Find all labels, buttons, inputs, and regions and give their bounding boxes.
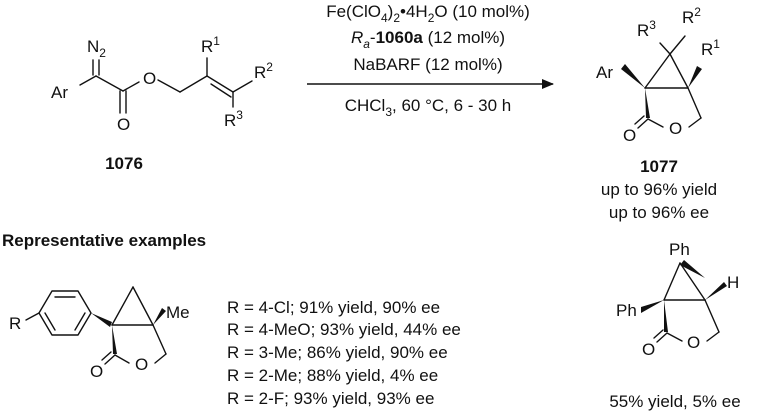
reactant-n2-label: N2 xyxy=(87,37,106,60)
condition-ligand: Ra-1060a (12 mol%) xyxy=(351,28,505,51)
example-h-label: H xyxy=(727,273,739,292)
wedge-c-carbonyl xyxy=(645,88,650,118)
bond-co-a xyxy=(637,118,649,129)
bond-ring-r xyxy=(25,312,40,321)
condition-solvent-temp-time: CHCl3, 60 °C, 6 - 30 h xyxy=(345,96,512,119)
example-row-1: R = 4-Cl; 91% yield, 90% ee xyxy=(227,298,440,317)
bond-c1-c2 xyxy=(95,75,124,92)
bond-c2-oester xyxy=(122,81,140,92)
wedge-ar xyxy=(621,64,645,88)
bond-ch2 xyxy=(704,299,720,333)
wedge-h xyxy=(705,282,727,300)
product-ring-o-label: O xyxy=(669,119,682,138)
product-ar-label: Ar xyxy=(596,63,613,82)
product-r3-label: R3 xyxy=(637,18,656,40)
bond-cp-top-left xyxy=(663,262,681,301)
bond-c3-c4b xyxy=(210,83,232,98)
example-aryl-structure: R Me O O xyxy=(9,286,190,381)
bond-o-carbonyl xyxy=(647,118,664,128)
example-results-list: R = 4-Cl; 91% yield, 90% ee R = 4-MeO; 9… xyxy=(227,298,461,408)
product-carbonyl-o-label: O xyxy=(623,126,636,145)
benzene-double-3 xyxy=(44,312,56,331)
wedge-ph-top xyxy=(680,260,705,278)
example-row-3: R = 3-Me; 86% yield, 90% ee xyxy=(227,343,448,362)
example-diphenyl-structure: Ph Ph H O O xyxy=(616,240,739,359)
bond-ch2 xyxy=(687,87,702,119)
product-1077-structure: R3 R2 R1 Ar O O xyxy=(596,5,720,145)
example-ring-o-label: O xyxy=(135,355,148,374)
condition-catalyst: Fe(ClO4)2•4H2O (10 mol%) xyxy=(326,2,530,25)
bond-cp-top-right xyxy=(132,286,154,326)
bond-ch2-c3 xyxy=(179,75,208,93)
example-right-ring-o-label: O xyxy=(687,333,700,352)
reactant-compound-number: 1076 xyxy=(105,154,143,173)
product-ee: up to 96% ee xyxy=(609,203,709,222)
product-yield: up to 96% yield xyxy=(601,180,717,199)
bond-cp-left-top xyxy=(111,286,134,326)
example-row-5: R = 2-F; 93% yield, 93% ee xyxy=(227,389,434,408)
bond-co-b xyxy=(653,329,664,339)
examples-heading: Representative examples xyxy=(2,231,206,250)
wedge-r1 xyxy=(688,66,702,88)
product-r2-label: R2 xyxy=(682,5,701,27)
reactant-ar-label: Ar xyxy=(51,83,68,102)
bond-co-a xyxy=(656,332,668,343)
reactant-r3-label: R3 xyxy=(224,108,243,130)
bond-ch2 xyxy=(152,324,167,355)
benzene-double-2 xyxy=(74,312,86,331)
reactant-carbonyl-o-label: O xyxy=(117,115,130,134)
example-row-2: R = 4-MeO; 93% yield, 44% ee xyxy=(227,320,461,339)
condition-additive: NaBARF (12 mol%) xyxy=(353,55,502,74)
reactant-ester-o-label: O xyxy=(143,69,156,88)
bond-c3-c4a xyxy=(206,75,234,93)
example-carbonyl-o-label: O xyxy=(90,362,103,381)
bond-oester-ch2 xyxy=(157,79,181,93)
example-row-4: R = 2-Me; 88% yield, 4% ee xyxy=(227,366,438,385)
bond-cp-top-right xyxy=(669,53,689,89)
bond-c4-r2 xyxy=(232,80,253,93)
product-r1-label: R1 xyxy=(701,37,720,59)
wedge-ph-left xyxy=(641,300,664,313)
reactant-r1-label: R1 xyxy=(201,34,220,56)
bond-o-carbonyl xyxy=(114,354,130,364)
bond-co-a xyxy=(104,354,116,365)
bond-cp-r3 xyxy=(659,42,671,55)
wedge-carbonyl-c xyxy=(112,325,117,354)
wedge-aryl xyxy=(91,313,112,327)
wedge-me xyxy=(153,308,166,325)
wedge-carbonyl-c xyxy=(664,300,668,332)
reactant-r2-label: R2 xyxy=(254,60,273,82)
example-me-label: Me xyxy=(166,303,190,322)
bond-ch2-o xyxy=(154,353,167,364)
bond-co-b xyxy=(101,351,112,361)
bond-c1-ar xyxy=(79,75,97,86)
example-ph-left-label: Ph xyxy=(616,301,637,320)
bond-cp-top-left xyxy=(644,53,671,89)
reactant-1076-structure: N2 Ar O O R1 R2 R3 xyxy=(51,34,273,134)
example-right-carbonyl-o-label: O xyxy=(642,340,655,359)
example-r-label: R xyxy=(9,314,21,333)
bond-cp-r2 xyxy=(669,35,686,55)
bond-ch2-o xyxy=(688,117,702,128)
bond-o-carbonyl xyxy=(666,332,683,342)
example-right-result: 55% yield, 5% ee xyxy=(609,392,740,411)
bond-cp-top-right xyxy=(679,262,706,301)
bond-ch2-o xyxy=(706,331,720,342)
product-compound-number: 1077 xyxy=(640,157,678,176)
bond-co-b xyxy=(634,115,645,125)
example-ph-top-label: Ph xyxy=(669,240,690,259)
